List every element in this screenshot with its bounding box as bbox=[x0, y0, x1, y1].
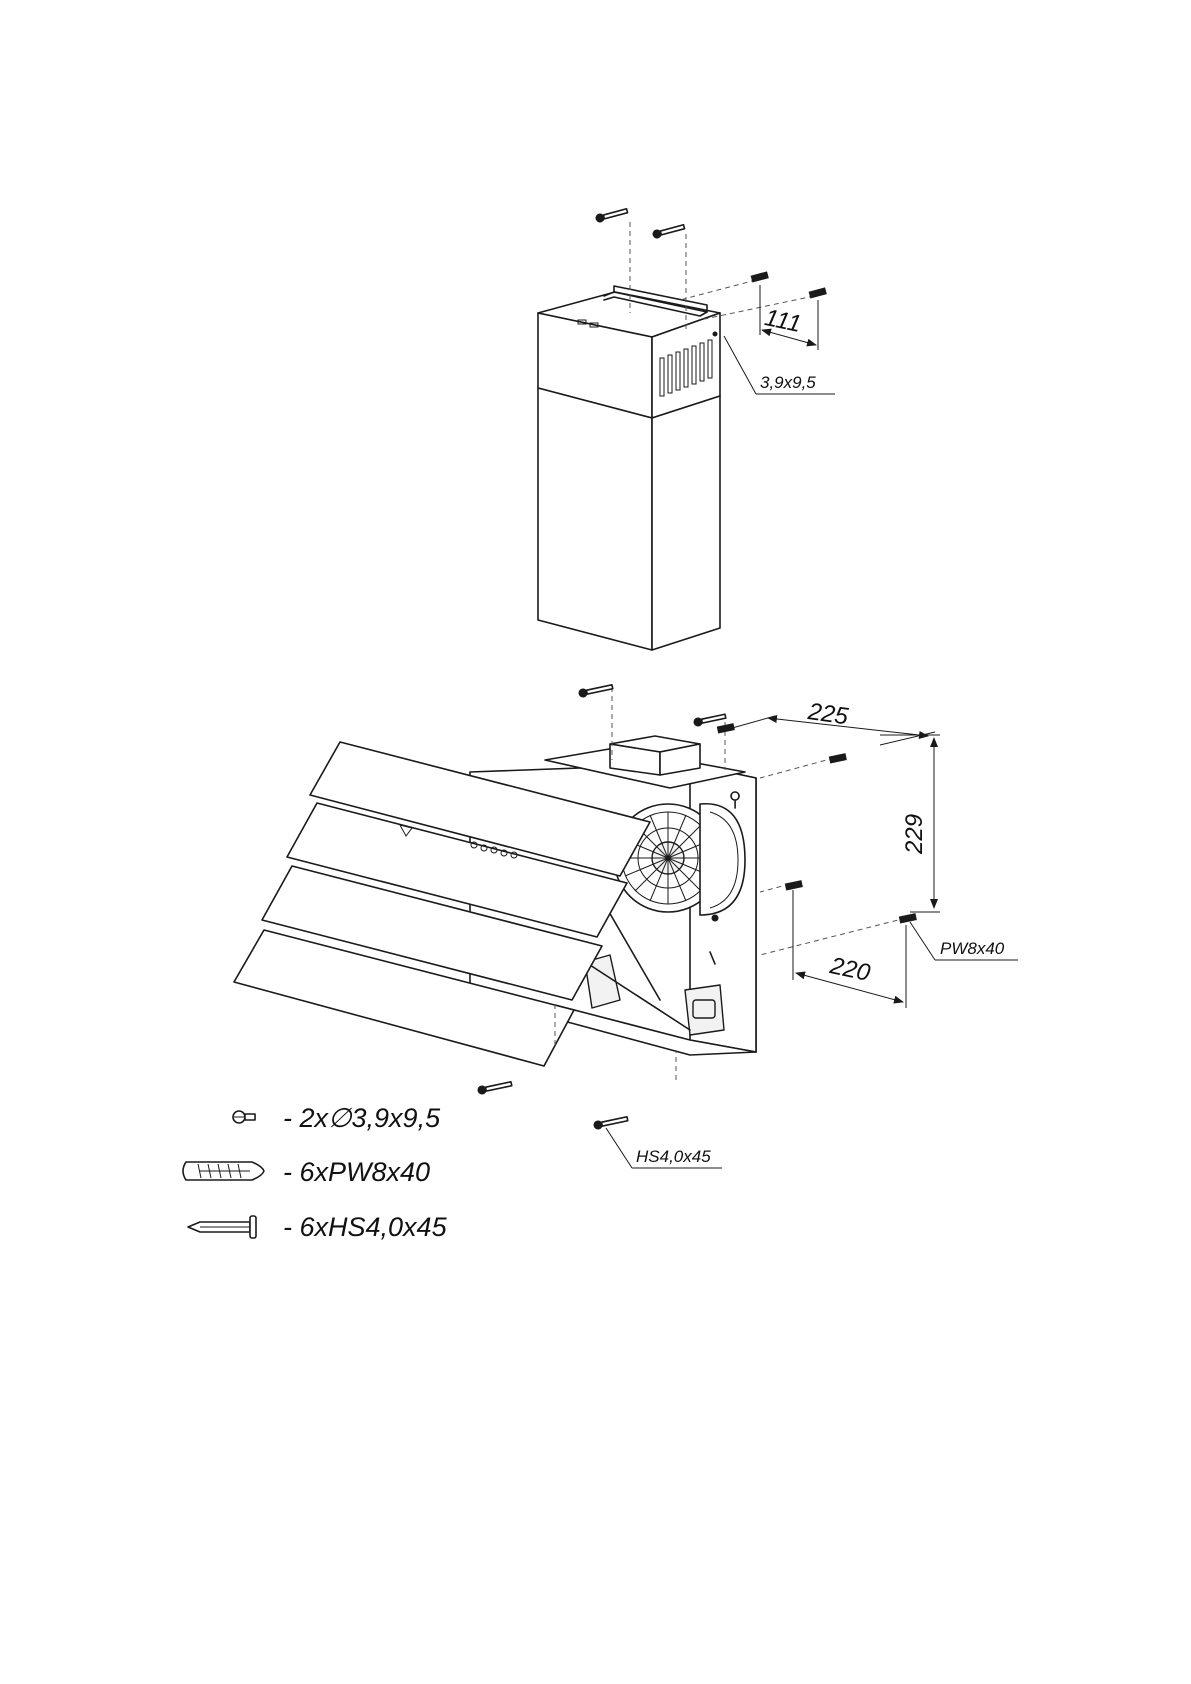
glass-panel-1 bbox=[309, 741, 651, 877]
glass-panels bbox=[233, 741, 651, 1067]
chimney-vents bbox=[659, 339, 713, 397]
callout-screw-long: HS4,0x45 bbox=[605, 1127, 722, 1169]
glass-panel-2 bbox=[286, 802, 628, 938]
dimension-225: 225 bbox=[724, 698, 936, 746]
callout-label-small-screw: 3,9x9,5 bbox=[760, 373, 816, 392]
callout-screw-small: 3,9x9,5 bbox=[723, 335, 835, 395]
legend-label-long-screw: - 6xHS4,0x45 bbox=[283, 1212, 448, 1242]
dimension-label-111: 111 bbox=[762, 304, 803, 338]
dimension-label-229: 229 bbox=[901, 814, 928, 855]
callout-label-wall-plug: PW8x40 bbox=[940, 939, 1005, 958]
small-screw-icon bbox=[232, 1110, 256, 1124]
chimney-lower-right bbox=[651, 395, 721, 651]
dimension-label-225: 225 bbox=[805, 698, 850, 731]
glass-panel-4 bbox=[233, 929, 575, 1067]
control-buttons bbox=[399, 824, 518, 859]
chimney-cover bbox=[537, 285, 721, 651]
motor-assembly bbox=[584, 904, 725, 1036]
wall-plug-icon bbox=[182, 1161, 265, 1181]
callout-label-long-screw: HS4,0x45 bbox=[636, 1147, 711, 1166]
chimney-lower-left bbox=[537, 387, 653, 651]
legend-label-wall-plug: - 6xPW8x40 bbox=[283, 1157, 430, 1187]
long-screw-icon bbox=[187, 1215, 257, 1239]
legend-label-small-screw: - 2x∅3,9x9,5 bbox=[283, 1103, 441, 1133]
dimension-111: 111 bbox=[759, 285, 819, 350]
dimension-220: 220 bbox=[792, 890, 907, 1008]
glass-panel-3 bbox=[261, 865, 603, 1001]
parts-legend: - 2x∅3,9x9,5 - 6xPW8x40 - 6xHS4,0x45 bbox=[182, 1103, 448, 1242]
dimension-label-220: 220 bbox=[827, 952, 873, 987]
callout-wall-plug: PW8x40 bbox=[909, 921, 1018, 961]
hood-screws bbox=[477, 684, 917, 1130]
chimney-screws bbox=[595, 208, 827, 330]
dimension-229: 229 bbox=[880, 734, 940, 913]
